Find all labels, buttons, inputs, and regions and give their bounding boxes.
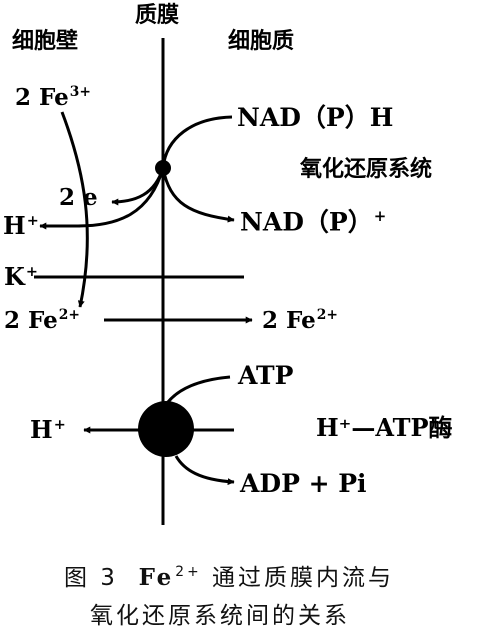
nadph-label: NAD（P）H	[237, 103, 394, 132]
h-out-charge: +	[26, 212, 39, 229]
cell-wall-label: 细胞壁	[12, 29, 79, 54]
atp-curve	[166, 375, 231, 403]
fe2-left-charge: 2+	[58, 307, 80, 324]
membrane-label: 质膜	[135, 3, 180, 28]
figure-number: 图 3	[64, 565, 118, 591]
fe3-charge: 3+	[69, 84, 91, 101]
atpase-h-label: H+	[30, 415, 66, 444]
cytoplasm-label: 细胞质	[228, 29, 295, 54]
fe2-right-charge: 2+	[316, 307, 338, 324]
fe2-left-text: 2 Fe	[4, 307, 58, 334]
redox-system-label: 氧化还原系统	[300, 157, 433, 182]
atp-label: ATP	[238, 361, 294, 390]
nadp-label: NAD（P）+	[240, 207, 387, 237]
atpase-label: H⁺—ATP酶	[316, 413, 453, 442]
k-label: K+	[4, 262, 38, 291]
nadp-curve	[161, 167, 235, 223]
electrons-label: 2 e	[59, 184, 98, 211]
k-charge: +	[25, 263, 38, 280]
caption-fe-charge: 2+	[175, 564, 202, 581]
adp-curve	[174, 455, 235, 486]
caption-line-2: 氧化还原系统间的关系	[90, 603, 350, 629]
atpase-h-charge: +	[53, 416, 66, 433]
fe2-right-label: 2 Fe2+	[262, 307, 338, 334]
nadp-text: NAD（P）	[240, 207, 373, 237]
caption-fe: Fe	[138, 564, 175, 591]
k-text: K	[4, 262, 25, 291]
fe3-text: 2 Fe	[15, 84, 69, 111]
adp-pi-label: ADP + Pi	[240, 469, 367, 498]
caption-line-1: 图 3 Fe2+ 通过质膜内流与	[64, 558, 394, 592]
caption-line-1-rest: 通过质膜内流与	[211, 565, 394, 591]
atpase-h-text: H	[30, 415, 53, 444]
atpase-node	[138, 401, 194, 457]
nadp-charge: +	[373, 207, 387, 225]
h-release-curve	[77, 167, 165, 228]
nadph-curve	[161, 115, 233, 169]
h-out-label: H+	[3, 211, 39, 240]
fe2-right-text: 2 Fe	[262, 307, 316, 334]
fe3-label: 2 Fe3+	[15, 84, 91, 111]
fe2-left-label: 2 Fe2+	[4, 307, 80, 334]
h-out-text: H	[3, 211, 26, 240]
fe3-to-fe2-arrow	[60, 111, 89, 308]
